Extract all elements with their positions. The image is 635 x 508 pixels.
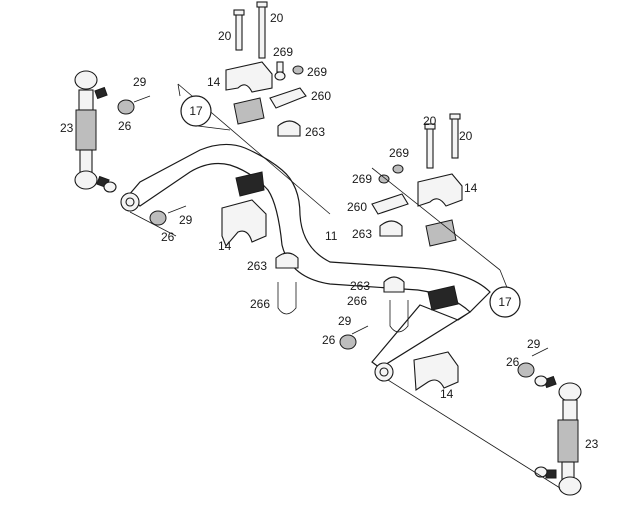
label-nut: 26 — [506, 355, 520, 369]
clamp-plate-icon — [269, 87, 409, 215]
label-bolt: 20 — [423, 114, 437, 128]
label-bolt: 20 — [218, 29, 232, 43]
label-nut: 26 — [322, 333, 336, 347]
half-shell-icon — [275, 120, 405, 293]
rubber-bushing-icon — [233, 97, 459, 311]
u-bolt-icon — [277, 282, 409, 333]
callout-label: 17 — [498, 295, 512, 309]
label-pin: 29 — [133, 75, 147, 89]
label-plug: 269 — [389, 146, 409, 160]
label-bolt: 20 — [270, 11, 284, 25]
part-labels: 20 20 269 269 14 260 263 29 23 26 29 26 … — [60, 11, 599, 451]
label-stabilizer-bar: 11 — [325, 229, 338, 243]
label-half-shell: 263 — [352, 227, 372, 241]
nut-icon — [117, 99, 535, 378]
label-plug: 269 — [273, 45, 293, 59]
label-nut: 26 — [161, 230, 175, 244]
label-clamp: 14 — [207, 75, 221, 89]
label-clamp: 14 — [218, 239, 232, 253]
label-clamp: 14 — [440, 387, 454, 401]
label-plug: 269 — [352, 172, 372, 186]
label-pin: 29 — [179, 213, 193, 227]
label-plate: 260 — [311, 89, 331, 103]
label-half-shell: 263 — [247, 259, 267, 273]
label-clamp: 14 — [464, 181, 478, 195]
label-plate: 260 — [347, 200, 367, 214]
label-plug: 269 — [307, 65, 327, 79]
pin-icon — [133, 95, 549, 357]
label-link: 23 — [60, 121, 74, 135]
callout-label: 17 — [189, 104, 203, 118]
label-link: 23 — [585, 437, 599, 451]
label-half-shell: 263 — [350, 279, 370, 293]
label-nut: 26 — [118, 119, 132, 133]
stabilizer-link-left — [74, 70, 117, 193]
leader-lines — [129, 83, 561, 489]
label-bolt: 20 — [459, 129, 473, 143]
stabilizer-link-right — [534, 375, 582, 496]
label-pin: 29 — [527, 337, 541, 351]
label-u-bolt: 266 — [347, 294, 367, 308]
label-pin: 29 — [338, 314, 352, 328]
label-u-bolt: 266 — [250, 297, 270, 311]
callout-circle-bottom: 17 — [489, 286, 521, 318]
label-half-shell: 263 — [305, 125, 325, 139]
plug-icon — [274, 61, 404, 184]
bolt-icon — [233, 1, 461, 169]
callout-circle-top: 17 — [180, 95, 212, 127]
bearing-clamp-icon — [221, 61, 463, 391]
